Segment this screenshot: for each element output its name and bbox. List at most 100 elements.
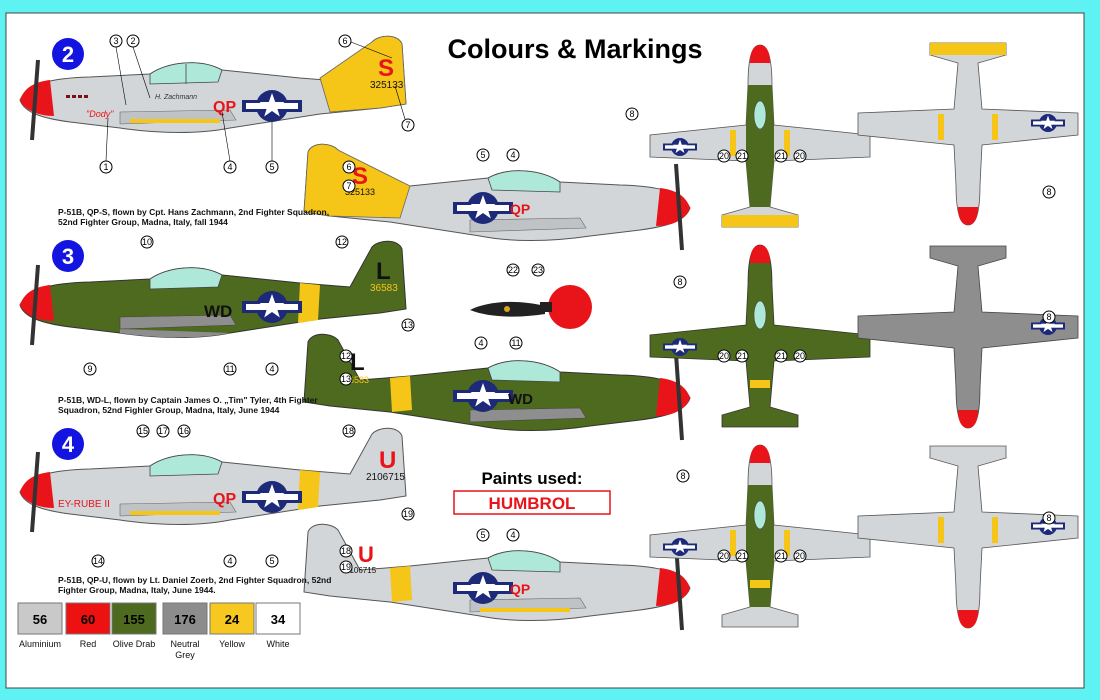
scheme-number: 2: [62, 42, 74, 67]
paint-legend: 56 Aluminium 60 Red 155 Olive Drab 176 N…: [17, 602, 301, 660]
svg-text:19: 19: [403, 509, 413, 519]
code-letters: QP: [213, 491, 236, 508]
svg-text:2: 2: [130, 36, 135, 46]
nose-art: "Dody": [86, 109, 114, 119]
side-view-right: QP U 2106715: [303, 523, 691, 631]
paint-swatch: 24 Yellow: [209, 602, 255, 649]
svg-text:Yellow: Yellow: [219, 639, 245, 649]
tail-letter-right: U: [358, 542, 374, 567]
svg-text:16: 16: [179, 426, 189, 436]
svg-text:23: 23: [533, 265, 543, 275]
svg-text:21: 21: [776, 351, 786, 361]
tail-letter-right: S: [352, 163, 368, 190]
caption-line-2: 52nd Fighter Group, Madna, Italy, fall 1…: [58, 217, 228, 227]
code-letters: QP: [213, 99, 236, 116]
svg-text:4: 4: [227, 162, 232, 172]
svg-text:21: 21: [776, 551, 786, 561]
svg-text:3: 3: [113, 36, 118, 46]
bottom-view: [857, 445, 1079, 629]
svg-text:13: 13: [341, 374, 351, 384]
brand-name: HUMBROL: [489, 494, 576, 513]
svg-text:8: 8: [1046, 187, 1051, 197]
svg-text:6: 6: [346, 162, 351, 172]
svg-text:8: 8: [680, 471, 685, 481]
code-letters: WD: [204, 302, 232, 321]
svg-text:5: 5: [480, 150, 485, 160]
svg-text:4: 4: [269, 364, 274, 374]
scheme-2: 2 QP S 325133 "Dody" H. Zachmann 3 2 1 4…: [19, 34, 1079, 251]
side-view-right: QP S 325133 6 7 5 4: [303, 143, 691, 251]
side-view-left: QP U 2106715 EY-RUBE II: [19, 427, 407, 533]
svg-text:8: 8: [1046, 312, 1051, 322]
svg-text:4: 4: [227, 556, 232, 566]
page-title: Colours & Markings: [447, 34, 702, 64]
svg-text:21: 21: [737, 551, 747, 561]
svg-text:24: 24: [225, 612, 240, 627]
top-view: [649, 244, 871, 428]
svg-text:19: 19: [341, 562, 351, 572]
scheme-number-badge: [52, 38, 84, 70]
svg-text:Aluminium: Aluminium: [19, 639, 61, 649]
svg-text:5: 5: [269, 556, 274, 566]
svg-text:5: 5: [480, 530, 485, 540]
serial-number: 36583: [370, 283, 398, 294]
svg-text:21: 21: [737, 151, 747, 161]
brand-box: [453, 490, 611, 515]
svg-text:18: 18: [341, 546, 351, 556]
bottom-view: [857, 42, 1079, 226]
paint-swatch: 60 Red: [65, 602, 111, 649]
propeller-detail: 22 23: [470, 263, 592, 329]
svg-text:7: 7: [405, 120, 410, 130]
serial-right: 2106715: [345, 566, 377, 575]
svg-text:9: 9: [87, 364, 92, 374]
svg-text:34: 34: [271, 612, 286, 627]
paint-swatch: 56 Aluminium: [17, 602, 63, 649]
serial-right: 325133: [345, 187, 375, 197]
svg-text:Neutral: Neutral: [170, 639, 199, 649]
caption-line-1: P-51B, WD-L, flown by Captain James O. „…: [58, 395, 318, 405]
svg-text:20: 20: [795, 551, 805, 561]
svg-text:Red: Red: [80, 639, 97, 649]
code-letters-right: WD: [508, 391, 533, 408]
svg-text:Olive Drab: Olive Drab: [113, 639, 156, 649]
svg-text:8: 8: [629, 109, 634, 119]
top-view: [649, 444, 871, 628]
svg-text:56: 56: [33, 612, 47, 627]
scheme-4: 4 QP U 2106715 EY-RUBE II 15 17 16 14 4 …: [19, 424, 1079, 631]
paints-heading: Paints used:: [481, 469, 582, 488]
side-view-left: WD L 36583: [19, 240, 407, 346]
svg-text:60: 60: [81, 612, 95, 627]
svg-text:21: 21: [737, 351, 747, 361]
caption-line-2: Fighter Group, Madna, Italy, June 1944.: [58, 585, 216, 595]
top-view: [649, 44, 871, 228]
paint-swatch: 176 Neutral Grey: [162, 602, 208, 660]
svg-text:20: 20: [795, 351, 805, 361]
tail-letter: U: [379, 447, 396, 474]
side-view-left: QP S 325133 "Dody" H. Zachmann: [19, 35, 407, 141]
svg-text:20: 20: [719, 151, 729, 161]
svg-text:4: 4: [510, 530, 515, 540]
svg-text:18: 18: [344, 426, 354, 436]
scheme-3: 3 WD L 36583 10 9 11 4 12 13: [19, 235, 1079, 441]
scheme-number-badge: [52, 428, 84, 460]
callouts-top-2: 8 20 21 21 20: [625, 107, 807, 163]
callouts-side-2: 3 2 1 4 5 6 7: [99, 34, 415, 174]
nose-art: EY-RUBE II: [58, 499, 110, 510]
svg-text:10: 10: [142, 237, 152, 247]
svg-text:4: 4: [510, 150, 515, 160]
svg-text:5: 5: [269, 162, 274, 172]
paint-swatch: 155 Olive Drab: [111, 602, 157, 649]
svg-text:4: 4: [478, 338, 483, 348]
callouts-side-3: 10 9 11 4 12 13: [83, 235, 415, 376]
caption-line-2: Squadron, 52nd Fighler Group, Madna, Ita…: [58, 405, 280, 415]
svg-text:155: 155: [123, 612, 145, 627]
paint-swatch: 34 White: [255, 602, 301, 649]
svg-text:12: 12: [337, 237, 347, 247]
exhaust-stacks: [66, 95, 88, 98]
serial-number: 325133: [370, 80, 404, 91]
tail-letter: L: [376, 258, 391, 285]
scheme-number: 4: [62, 432, 75, 457]
bottom-view: [857, 245, 1079, 429]
